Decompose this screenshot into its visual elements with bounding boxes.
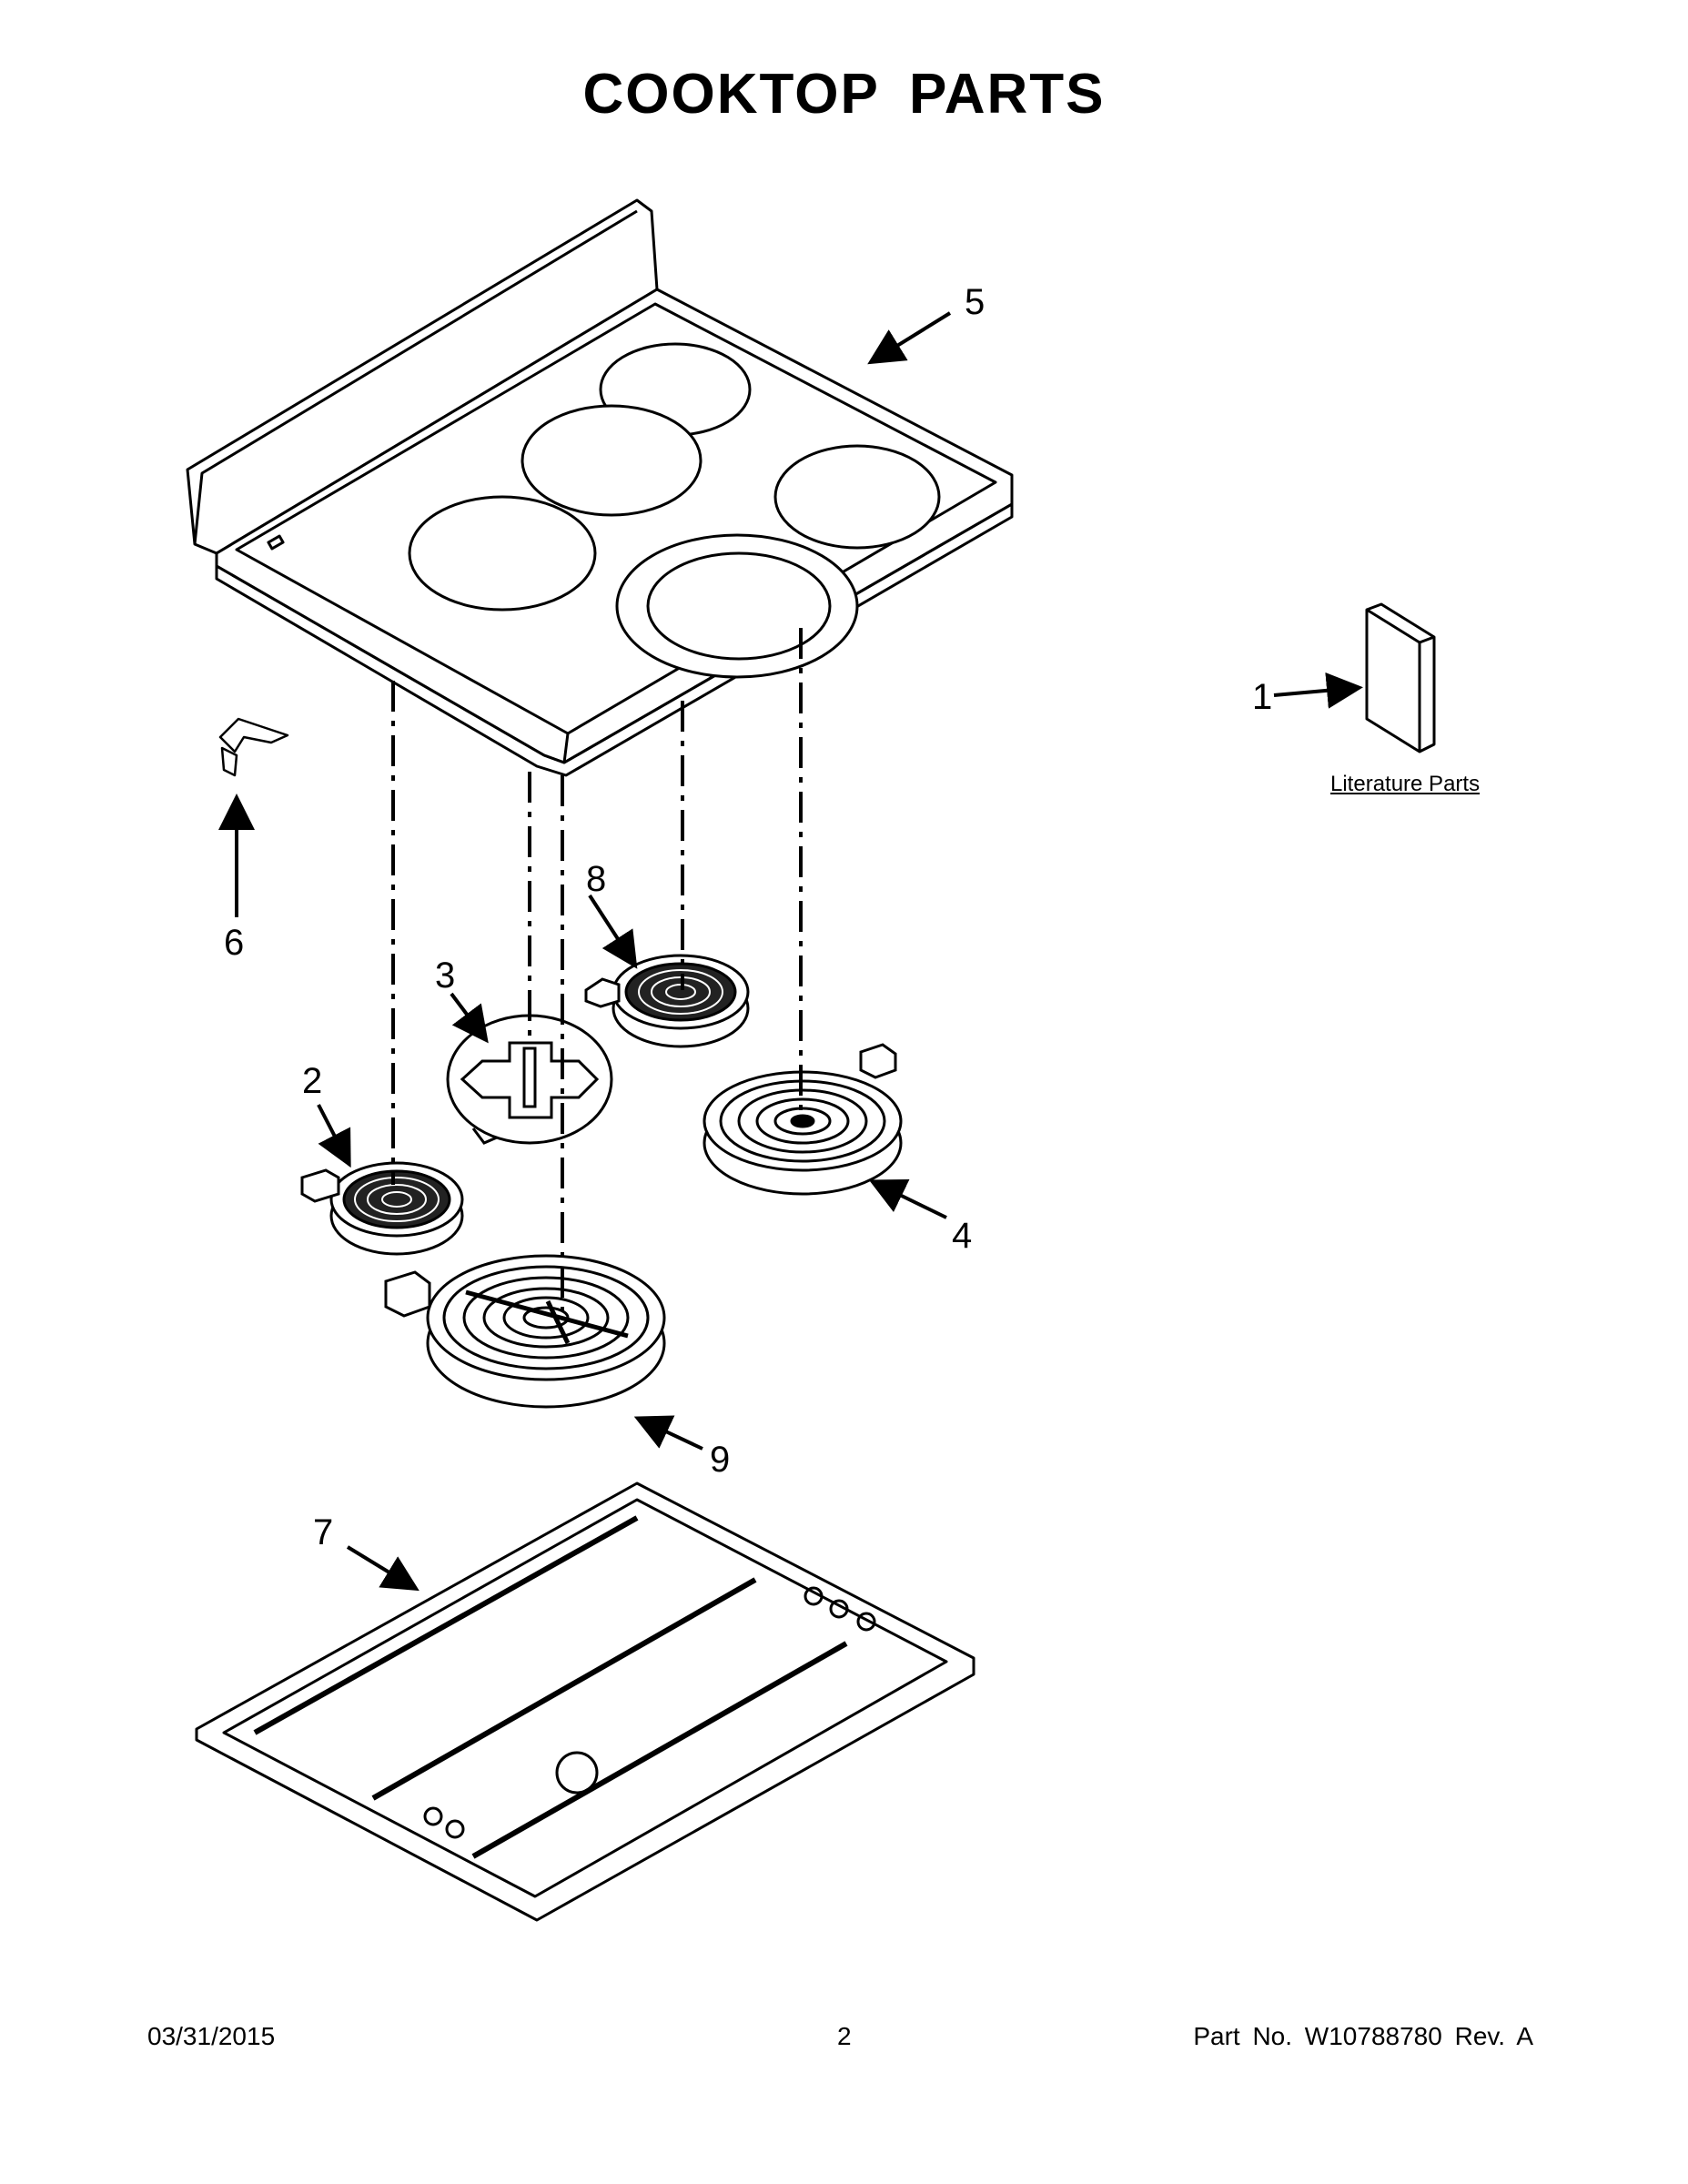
footer-date: 03/31/2015	[147, 2022, 276, 2050]
dual-radiant-element	[384, 1254, 666, 1409]
page-title: COOKTOP PARTS	[582, 63, 1106, 126]
small-heating-element-rear	[584, 954, 750, 1048]
callout-3: 3	[435, 956, 456, 996]
literature-booklet	[1365, 602, 1436, 753]
literature-parts-label: Literature Parts	[1330, 772, 1481, 796]
callout-2: 2	[302, 1061, 323, 1101]
callout-9: 9	[710, 1440, 731, 1480]
callout-8: 8	[586, 859, 607, 899]
footer-part-number: Part No. W10788780 Rev. A	[1193, 2022, 1533, 2050]
callout-6: 6	[224, 923, 245, 963]
assembly-lines	[391, 628, 803, 1310]
leader-arrows	[218, 311, 1363, 1592]
callout-7: 7	[313, 1512, 334, 1552]
callout-5: 5	[965, 282, 986, 322]
element-support-plate	[446, 1014, 613, 1145]
cooktop-bottom-tray	[195, 1481, 975, 1922]
small-heating-element	[300, 1161, 464, 1256]
callout-4: 4	[952, 1216, 973, 1256]
footer-page-number: 2	[837, 2022, 852, 2050]
clip-part	[218, 717, 289, 777]
callout-1: 1	[1252, 677, 1273, 717]
cooktop-main-top	[186, 198, 1014, 777]
